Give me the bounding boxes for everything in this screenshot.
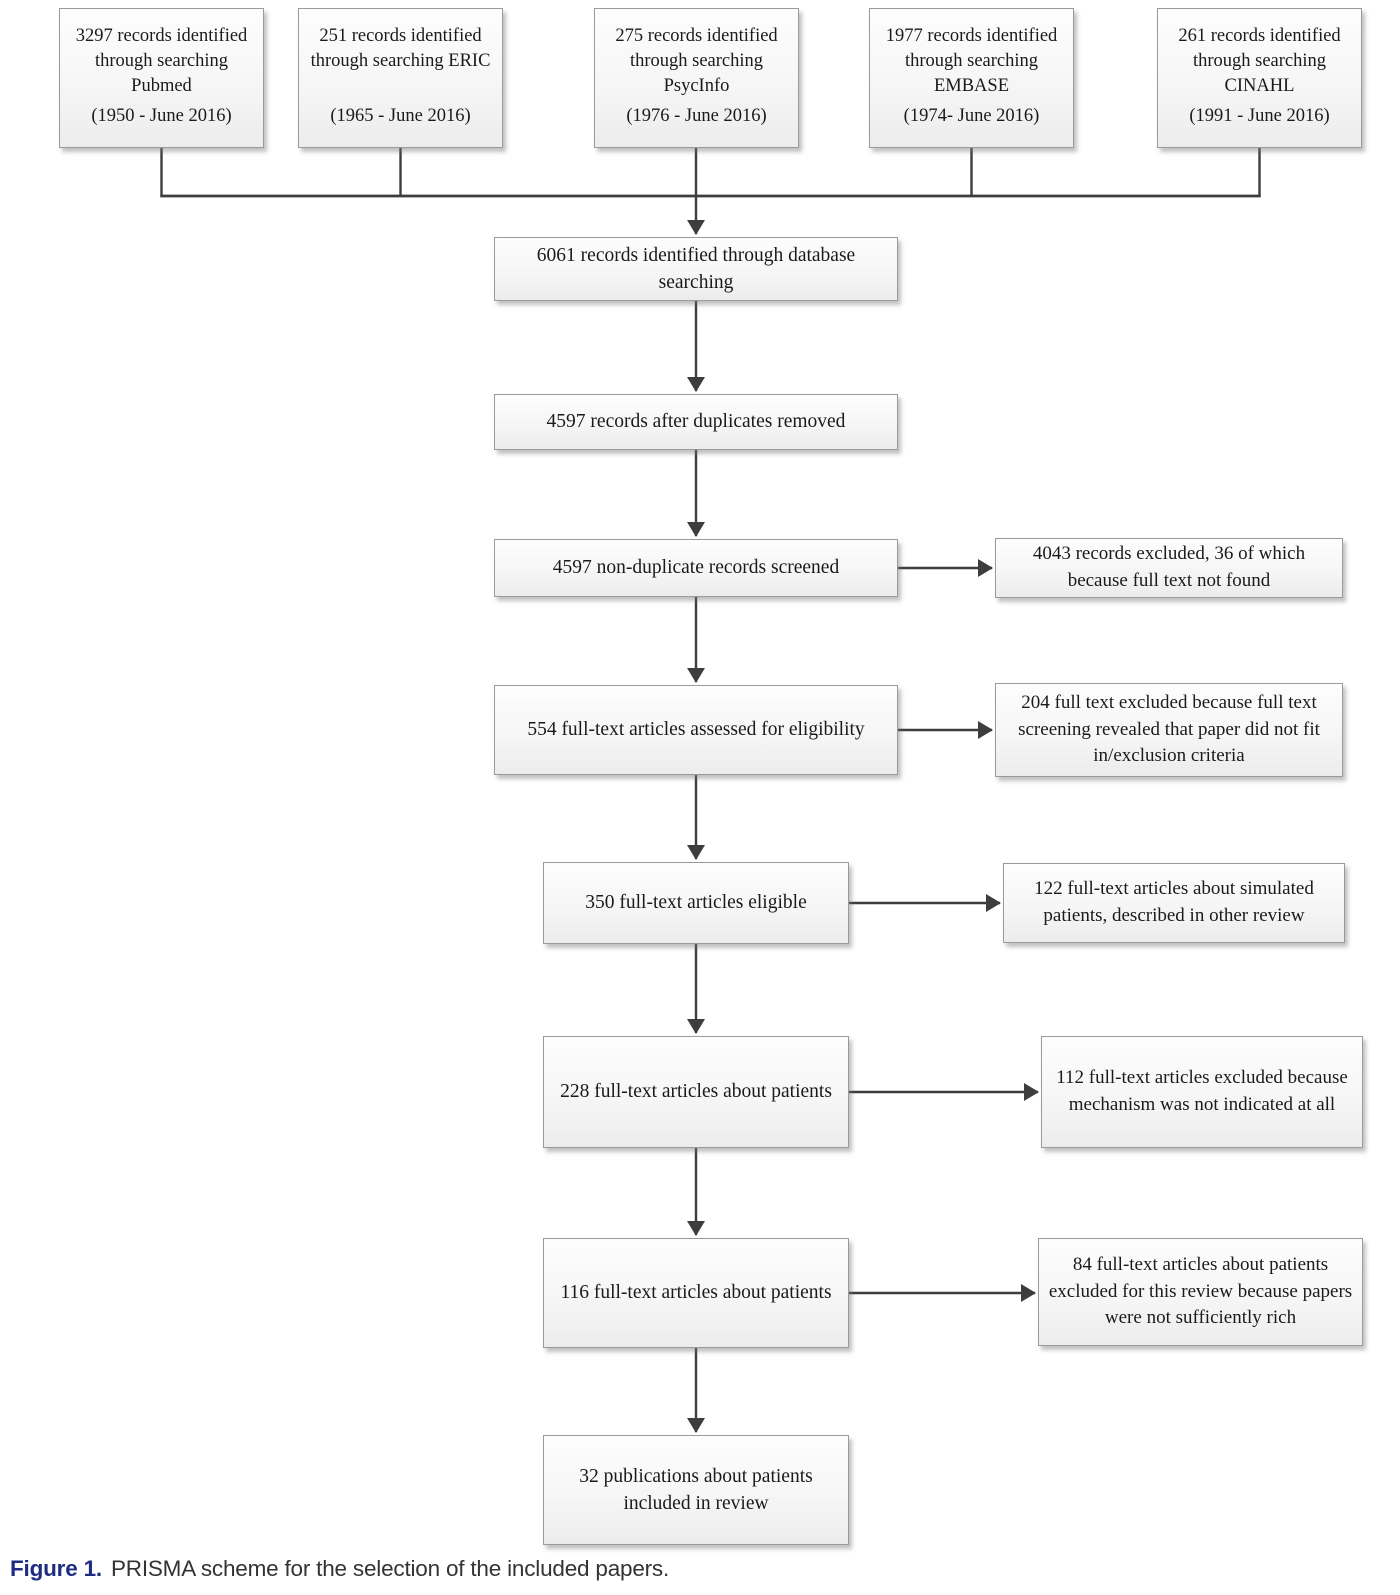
- flow-text: 554 full-text articles assessed for elig…: [527, 719, 865, 741]
- exclusion-box-not-rich: 84 full-text articles about patients exc…: [1038, 1238, 1363, 1346]
- exclusion-box-criteria: 204 full text excluded because full text…: [995, 683, 1343, 777]
- figure-caption-text: PRISMA scheme for the selection of the i…: [110, 1556, 670, 1581]
- source-period: (1950 - June 2016): [91, 105, 232, 126]
- flow-text: 6061 records identified through database…: [536, 244, 856, 293]
- source-box-pubmed: 3297 records identified through searchin…: [59, 8, 264, 148]
- source-box-cinahl: 261 records identified through searching…: [1157, 8, 1362, 148]
- flow-text: 4597 records after duplicates removed: [546, 411, 846, 433]
- exclusion-text: 84 full-text articles about patients exc…: [1048, 1253, 1353, 1329]
- source-text: 1977 records identified through searchin…: [885, 26, 1058, 97]
- flow-text: 4597 non-duplicate records screened: [552, 557, 840, 579]
- flow-text: 32 publications about patients included …: [579, 1465, 813, 1514]
- flow-box-eligible: 350 full-text articles eligible: [543, 862, 849, 944]
- exclusion-text: 112 full-text articles excluded because …: [1056, 1067, 1348, 1115]
- source-text: 3297 records identified through searchin…: [75, 26, 248, 97]
- exclusion-text: 4043 records excluded, 36 of which becau…: [1032, 543, 1306, 591]
- exclusion-box-mechanism: 112 full-text articles excluded because …: [1041, 1036, 1363, 1148]
- flow-text: 116 full-text articles about patients: [560, 1282, 832, 1304]
- source-period: (1974- June 2016): [903, 105, 1040, 126]
- source-period: (1976 - June 2016): [626, 105, 767, 126]
- flow-box-deduplicated: 4597 records after duplicates removed: [494, 394, 898, 450]
- flow-box-assessed: 554 full-text articles assessed for elig…: [494, 685, 898, 775]
- source-box-eric: 251 records identified through searching…: [298, 8, 503, 148]
- flow-box-228-patients: 228 full-text articles about patients: [543, 1036, 849, 1148]
- source-box-psycinfo: 275 records identified through searching…: [594, 8, 799, 148]
- figure-caption-label: Figure 1.: [10, 1556, 102, 1581]
- source-text: 275 records identified through searching…: [615, 26, 778, 97]
- flow-box-screened: 4597 non-duplicate records screened: [494, 539, 898, 597]
- flow-box-included: 32 publications about patients included …: [543, 1435, 849, 1545]
- flow-text: 228 full-text articles about patients: [560, 1081, 832, 1103]
- flow-text: 350 full-text articles eligible: [585, 892, 807, 914]
- exclusion-box-simulated: 122 full-text articles about simulated p…: [1003, 863, 1345, 943]
- exclusion-text: 204 full text excluded because full text…: [1018, 691, 1320, 767]
- flow-box-identified: 6061 records identified through database…: [494, 237, 898, 301]
- source-text: 251 records identified through searching…: [310, 26, 491, 72]
- exclusion-box-not-found: 4043 records excluded, 36 of which becau…: [995, 538, 1343, 598]
- exclusion-text: 122 full-text articles about simulated p…: [1034, 878, 1314, 926]
- figure-caption: Figure 1. PRISMA scheme for the selection…: [10, 1556, 1390, 1582]
- flow-box-116-patients: 116 full-text articles about patients: [543, 1238, 849, 1348]
- source-box-embase: 1977 records identified through searchin…: [869, 8, 1074, 148]
- source-text: 261 records identified through searching…: [1178, 26, 1341, 97]
- source-period: (1965 - June 2016): [330, 105, 471, 126]
- source-period: (1991 - June 2016): [1189, 105, 1330, 126]
